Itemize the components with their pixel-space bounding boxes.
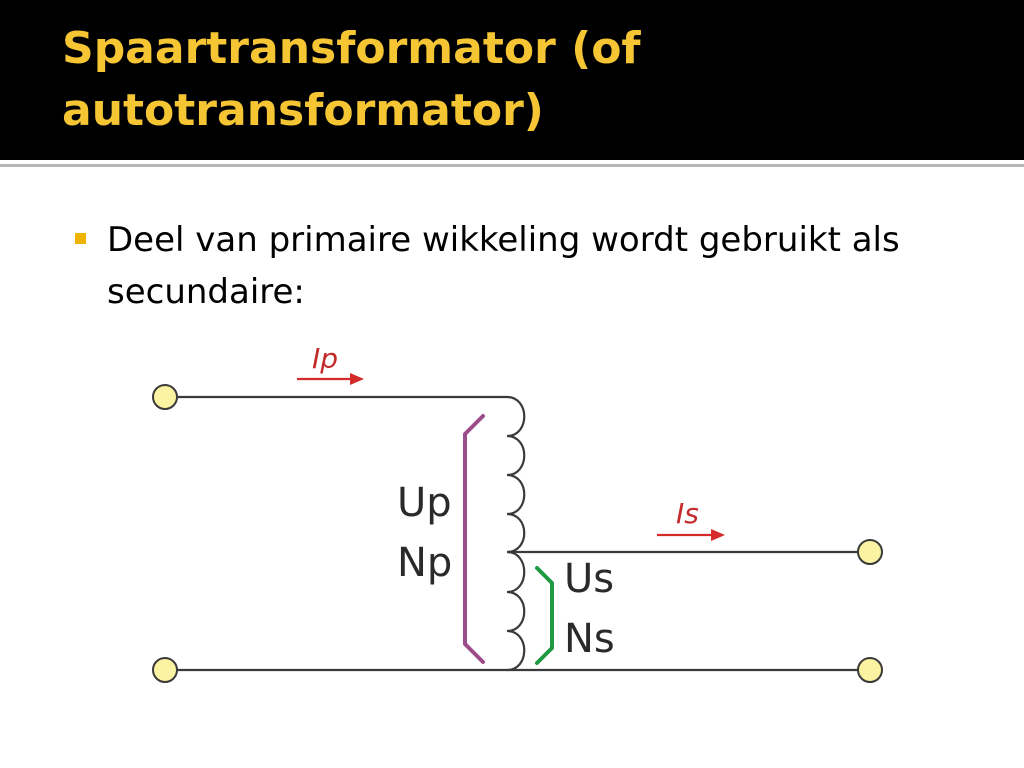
title-bar: Spaartransformator (of autotransformator…: [0, 0, 1024, 160]
bullet-square-icon: [75, 233, 86, 244]
label-us: Us: [564, 556, 614, 602]
terminal-primary-bottom: [152, 657, 178, 683]
secondary-bracket: [535, 566, 554, 665]
current-arrow-primary: [297, 373, 364, 385]
label-is: Is: [676, 497, 699, 530]
terminals: [152, 384, 883, 683]
wires: [165, 395, 870, 672]
bullet-text: Deel van primaire wikkeling wordt gebrui…: [107, 220, 900, 312]
terminal-secondary-bottom: [857, 657, 883, 683]
terminal-primary-top: [152, 384, 178, 410]
label-ns: Ns: [564, 616, 615, 662]
current-arrow-secondary: [657, 529, 725, 541]
label-ip: Ip: [312, 342, 338, 375]
title-divider-white: [0, 160, 1024, 163]
slide-title: Spaartransformator (of autotransformator…: [62, 23, 641, 136]
primary-bracket: [463, 414, 485, 664]
title-divider-grey: [0, 164, 1024, 167]
label-up: Up: [397, 480, 452, 526]
label-np: Np: [397, 540, 452, 586]
terminal-secondary-top: [857, 539, 883, 565]
transformer-coil: [505, 395, 526, 672]
